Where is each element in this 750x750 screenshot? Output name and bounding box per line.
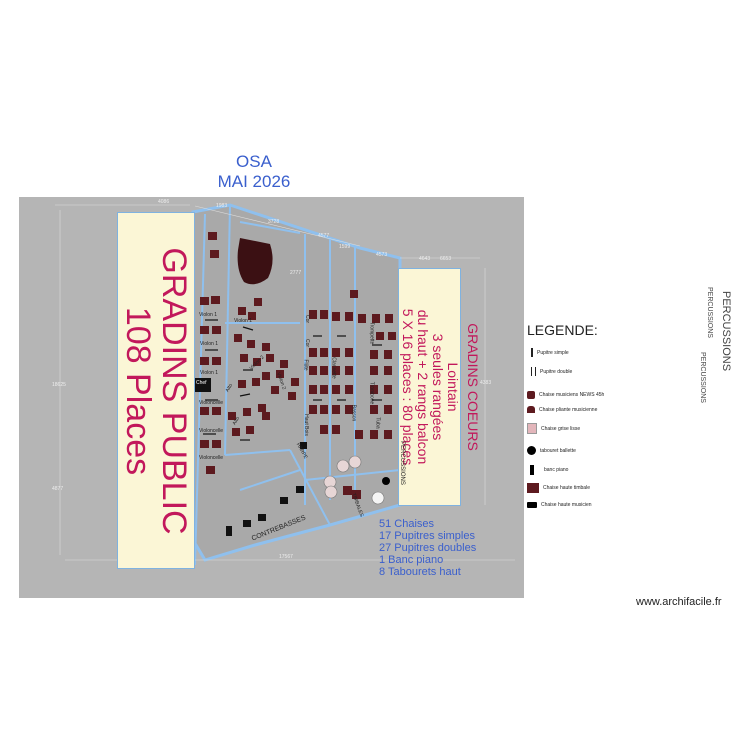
chaise-musicien-icon [527, 391, 535, 399]
section-label: PERCUSSIONS [398, 441, 405, 485]
percussions-label-large: PERCUSSIONS [720, 291, 732, 372]
timbale-chair-icon [343, 486, 352, 495]
gradins-public-title: GRADINS PUBLIC [155, 246, 193, 535]
legend-item: Chaise musiciens NEWS 45h [527, 391, 604, 399]
timbale-chair-icon [352, 490, 361, 499]
banc-piano-icon [530, 465, 534, 475]
music-stands [203, 319, 382, 441]
section-label: Cor [304, 314, 311, 324]
chaise-pliante-icon [527, 406, 535, 413]
legend-item: Chaise haute timbale [527, 483, 590, 493]
grand-piano-icon [237, 238, 273, 285]
harpe-chair-icon [300, 442, 307, 449]
dimension-label: 4877 [52, 486, 64, 492]
watermark-link[interactable]: www.archifacile.fr [636, 596, 722, 608]
drum-icon [336, 459, 350, 473]
contrebasse-chair-icon [226, 526, 232, 536]
legend-item: tabouret ballette [527, 446, 576, 455]
drum-icon [324, 485, 338, 499]
count-line: 51 Chaises [379, 518, 435, 530]
section-label: Violoncelle [199, 428, 224, 434]
drum-icon [348, 455, 362, 469]
dimension-label: 4383 [480, 380, 492, 386]
contrebasse-chair-icon [296, 486, 304, 493]
chaise-haute-icon [527, 502, 537, 508]
dimension-label: 4573 [376, 252, 388, 258]
section-label: Violon 1 [234, 318, 252, 324]
chaise-timbale-icon [527, 483, 539, 493]
dimension-label: 1599 [339, 244, 351, 250]
dimension-label: 6653 [440, 256, 452, 262]
section-label: Basson [350, 404, 357, 422]
wind-chairs [309, 290, 396, 439]
section-label: Trombone [368, 381, 375, 405]
legend-title: LEGENDE: [527, 322, 598, 338]
gradins-coeurs-zone: GRADINS COEURS Lointain 3 seules rangées… [398, 268, 481, 506]
count-line: 1 Banc piano [379, 554, 444, 566]
section-label: Violon 1 [200, 370, 218, 376]
legend-item: Chaise haute musicien [527, 502, 592, 508]
section-label: Chef [196, 380, 207, 386]
legend-item: banc piano [527, 465, 568, 475]
chaise-grise-icon [527, 423, 537, 434]
section-label: Violon 1 [200, 341, 218, 347]
section-label: Haut Bois [302, 414, 309, 436]
drum-icon [371, 491, 385, 505]
count-line: 8 Tabourets haut [379, 566, 461, 578]
section-label: Flûte [302, 359, 309, 371]
contrebasse-chair-icon [258, 514, 266, 521]
gradins-coeurs-line: Lointain [444, 362, 461, 412]
percussions-label-small: PERCUSSIONS [699, 352, 706, 403]
title-line-1: OSA [236, 152, 272, 171]
section-label: Cor [304, 338, 311, 348]
tabouret-icon [527, 446, 536, 455]
section-label: Violon 1 [199, 312, 217, 318]
legend-item: Pupitre double [527, 367, 572, 376]
pupitre-simple-icon [531, 348, 533, 357]
legend-item: Pupitre simple [527, 348, 569, 357]
count-line: 27 Pupitres doubles [379, 542, 477, 554]
legend-item: Chaise grise lisse [527, 423, 580, 434]
dimension-label: 1983 [216, 203, 228, 209]
section-label: Violoncelle [199, 455, 224, 461]
pupitre-double-icon [531, 367, 536, 376]
gradins-public-zone: GRADINS PUBLIC 108 Places [117, 212, 195, 569]
gradins-coeurs-title: GRADINS COEURS [464, 323, 481, 451]
count-line: 17 Pupitres simples [379, 530, 475, 542]
legend-item: Chaise pliante musicienne [527, 406, 597, 413]
dimension-label: 18625 [52, 382, 66, 388]
dimension-label: 2777 [290, 270, 302, 276]
dimension-label: 4577 [318, 233, 330, 239]
plan-title: OSA MAI 2026 [184, 152, 324, 192]
contrebasse-chair-icon [243, 520, 251, 527]
percussions-label-small: PERCUSSIONS [706, 287, 713, 338]
string-chairs [200, 232, 299, 474]
material-counts: 51 Chaises 17 Pupitres simples 27 Pupitr… [379, 518, 476, 578]
dimension-label: 4643 [419, 256, 431, 262]
section-label: Tuba [374, 417, 381, 429]
section-label: Violoncelle [199, 400, 224, 406]
dimension-label: 17567 [279, 554, 293, 560]
chef-podium-icon [195, 378, 211, 392]
dimension-label: 3728 [268, 219, 280, 225]
gradins-public-places: 108 Places [119, 306, 157, 475]
gradins-coeurs-line: du haut + 2 rangs balcon [414, 309, 431, 465]
title-line-2: MAI 2026 [217, 172, 291, 191]
contrebasse-chair-icon [280, 497, 288, 504]
dimension-label: 4086 [158, 199, 170, 205]
tabouret-icon [382, 477, 390, 485]
section-label: Clarinette [330, 357, 337, 379]
section-label: Trompette [368, 321, 375, 345]
gradins-coeurs-line: 3 seules rangées [429, 333, 446, 441]
